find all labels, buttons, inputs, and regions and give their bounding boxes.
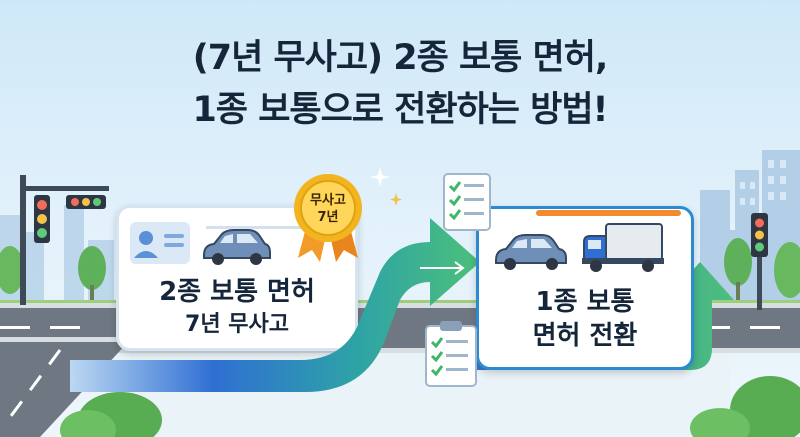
target-license-label: 1종 보통	[535, 287, 635, 317]
clipboard-checklist-icon	[443, 173, 491, 231]
sedan-icon	[495, 234, 567, 270]
sparkle-icon	[370, 167, 402, 206]
clipboard-checklist-icon	[425, 321, 477, 387]
tree-icon	[0, 238, 800, 305]
accident-free-years-label: 7년 무사고	[185, 312, 289, 337]
id-card-icon	[130, 222, 316, 264]
building-windows	[740, 160, 786, 205]
medal-label-line2: 7년	[317, 210, 339, 225]
medal-label-line1: 무사고	[310, 193, 346, 208]
truck-icon	[582, 223, 664, 272]
medal-icon	[294, 174, 362, 262]
tree-icon	[60, 376, 800, 437]
page-title-line2: 1종 보통으로 전환하는 방법!	[192, 90, 608, 130]
page-title-line1: (7년 무사고) 2종 보통 면허,	[192, 38, 609, 78]
conversion-label: 면허 전환	[532, 321, 638, 351]
sedan-icon	[203, 229, 271, 265]
card-accent-bar	[536, 210, 681, 216]
current-license-label: 2종 보통 면허	[159, 277, 315, 307]
road-dashes	[0, 326, 780, 329]
traffic-light-icon	[751, 213, 768, 310]
traffic-light-icon	[20, 175, 109, 305]
